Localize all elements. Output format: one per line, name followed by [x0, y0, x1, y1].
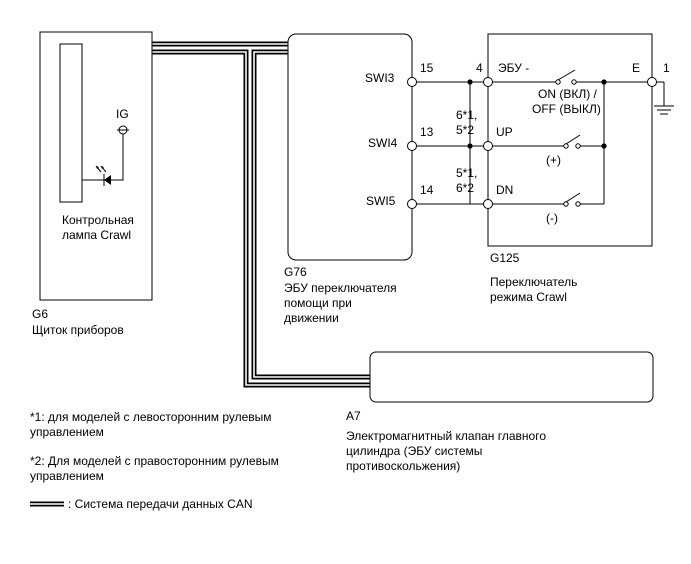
g6-housing — [39, 31, 153, 301]
g76-pin-num-15: 15 — [420, 61, 434, 75]
g76-pin-swi3: SWI3 — [365, 71, 395, 85]
ground-icon — [654, 82, 674, 115]
g76-pin-swi4: SWI4 — [368, 136, 398, 150]
note-2-line-2: управлением — [30, 469, 104, 483]
ig-label: IG — [116, 107, 129, 121]
junction-dot — [467, 79, 473, 85]
g125-dn-label: DN — [496, 183, 513, 197]
g125-pin-ecu: 4 — [476, 61, 483, 75]
a7-name-1: Электромагнитный клапан главного — [346, 429, 546, 443]
g125-pin-dn-2: 6*2 — [456, 181, 474, 195]
g125-name-1: Переключатель — [490, 275, 577, 289]
g76-name-2: помощи при — [284, 296, 352, 310]
up-switch-icon — [563, 134, 581, 149]
junction-dot — [601, 143, 607, 149]
on-off-label-2: OFF (ВЫКЛ) — [532, 102, 601, 116]
a7-name-3: противоскольжения) — [346, 459, 460, 473]
ig-wire — [82, 134, 124, 181]
g125-e-label: E — [632, 61, 640, 75]
g125-minus-label: (-) — [546, 211, 558, 225]
crawl-lamp-led-icon — [95, 165, 111, 186]
g125-pin-dn-1: 5*1, — [456, 166, 477, 180]
g6-inner-module — [59, 43, 83, 203]
g76-pin-swi5: SWI5 — [366, 194, 396, 208]
g125-pin-e: 1 — [663, 61, 670, 75]
g125-ecu-label: ЭБУ - — [498, 61, 529, 75]
a7-name-2: цилиндра (ЭБУ системы — [346, 444, 482, 458]
connector-terminals — [407, 77, 657, 209]
g6-instrument-cluster: IG Контрольная лампа Crawl — [39, 31, 153, 301]
crawl-lamp-label-2: лампа Crawl — [62, 228, 131, 242]
g125-plus-label: (+) — [546, 153, 561, 167]
dn-switch-icon — [563, 192, 581, 207]
g76-name-1: ЭБУ переключателя — [284, 281, 397, 295]
g125-switch-housing — [487, 33, 653, 247]
can-bus — [80, 41, 372, 388]
note-2-line-1: *2: Для моделей с правосторонним рулевым — [30, 454, 279, 468]
junction-dot — [601, 79, 607, 85]
g125-pin-up-1: 6*1, — [456, 108, 477, 122]
g125-pin-up-2: 5*2 — [456, 123, 474, 137]
g76-name-3: движении — [284, 311, 339, 325]
g6-name: Щиток приборов — [32, 323, 124, 337]
g125-up-label: UP — [496, 125, 513, 139]
can-legend-label: : Система передачи данных CAN — [68, 497, 253, 511]
on-off-switch-icon — [555, 69, 577, 85]
junction-dot — [467, 143, 473, 149]
g6-code: G6 — [32, 307, 48, 321]
g76-pin-num-13: 13 — [420, 125, 434, 139]
g125-name-2: режима Crawl — [490, 290, 567, 304]
g125-code: G125 — [490, 251, 520, 265]
g76-code: G76 — [284, 265, 307, 279]
g76-pin-num-14: 14 — [420, 183, 434, 197]
note-1-line-1: *1: для моделей с левосторонним рулевым — [30, 410, 272, 424]
on-off-label-1: ON (ВКЛ) / — [538, 87, 598, 101]
a7-code: A7 — [346, 409, 361, 423]
crawl-lamp-label-1: Контрольная — [62, 213, 134, 227]
a7-solenoid-housing — [369, 351, 654, 403]
note-1-line-2: управлением — [30, 425, 104, 439]
